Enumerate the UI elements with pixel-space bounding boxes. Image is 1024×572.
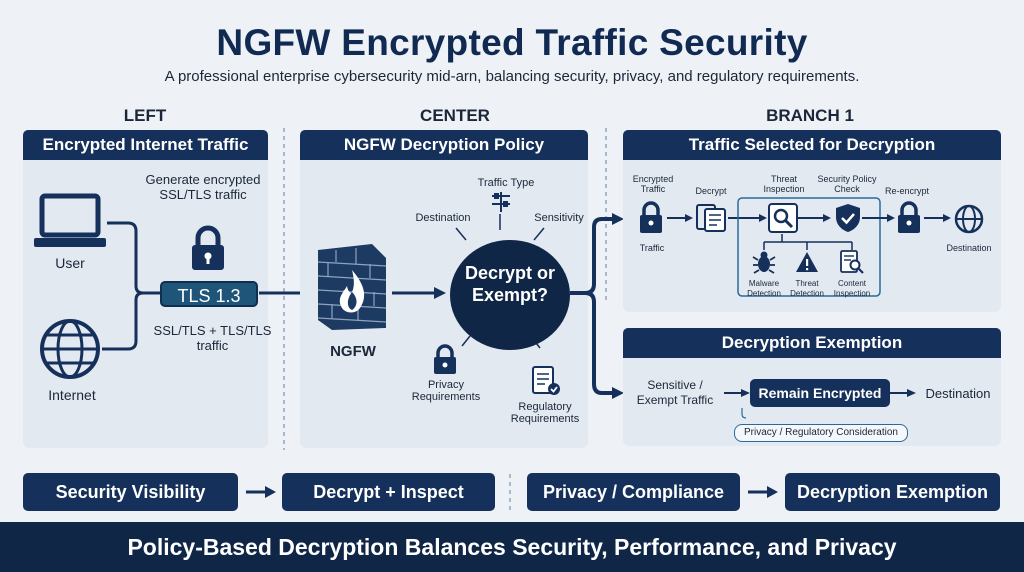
step-policy-check: Security Policy Check — [817, 174, 877, 194]
malware-bug-icon — [752, 250, 776, 274]
encrypted-lock-icon — [638, 201, 664, 234]
flow-decrypt-inspect: Decrypt + Inspect — [282, 473, 495, 511]
decrypt-panel-header: Traffic Selected for Decryption — [623, 130, 1001, 160]
factor-destination: Destination — [415, 212, 471, 224]
destination-globe-icon — [953, 203, 985, 235]
content-search-icon — [840, 250, 864, 274]
sub-malware: Malware Detection — [747, 279, 781, 298]
tls-note: SSL/TLS + TLS/TLS traffic — [153, 323, 272, 353]
flow-decryption-exemption: Decryption Exemption — [785, 473, 1000, 511]
privacy-lock-icon — [432, 344, 458, 375]
padlock-icon — [189, 225, 227, 272]
firewall-icon — [314, 240, 390, 332]
inspection-magnifier-icon — [768, 203, 798, 233]
step-reencrypt: Re-encrypt — [884, 186, 929, 196]
column-left-label: LEFT — [123, 106, 167, 125]
decision-label: Decrypt or Exempt? — [464, 263, 556, 305]
exempt-source: Sensitive / Exempt Traffic — [636, 378, 714, 407]
step-threat-inspection: Threat Inspection — [763, 174, 805, 194]
tls-badge: TLS 1.3 — [160, 281, 258, 307]
column-branch-label: BRANCH 1 — [766, 106, 854, 125]
globe-icon — [38, 317, 102, 381]
decrypt-document-icon — [695, 203, 727, 233]
ngfw-label: NGFW — [330, 343, 376, 360]
flow-privacy-compliance: Privacy / Compliance — [527, 473, 740, 511]
factor-privacy: Privacy Requirements — [411, 379, 481, 403]
laptop-icon — [33, 193, 107, 253]
sub-threat: Threat Detection — [790, 279, 824, 298]
step-traffic: Traffic — [639, 243, 665, 253]
reencrypt-lock-icon — [896, 201, 922, 234]
sub-content: Content Inspection — [833, 279, 871, 298]
step-encrypted: Encrypted Traffic — [632, 174, 674, 194]
filter-icon — [490, 191, 512, 213]
threat-warning-icon — [795, 250, 819, 274]
column-center-label: CENTER — [420, 106, 490, 125]
flow-security-visibility: Security Visibility — [23, 473, 238, 511]
center-panel-header: NGFW Decryption Policy — [300, 130, 588, 160]
footer-banner: Policy-Based Decryption Balances Securit… — [0, 522, 1024, 572]
exempt-panel-header: Decryption Exemption — [623, 328, 1001, 358]
exempt-destination: Destination — [925, 386, 991, 401]
user-label: User — [55, 255, 85, 271]
internet-label: Internet — [48, 387, 96, 403]
factor-sensitivity: Sensitivity — [534, 212, 584, 224]
left-panel-header: Encrypted Internet Traffic — [23, 130, 268, 160]
page-subtitle: A professional enterprise cybersecurity … — [164, 68, 860, 85]
decision-node — [450, 240, 570, 350]
factor-traffic-type: Traffic Type — [477, 177, 535, 189]
step-destination: Destination — [946, 243, 992, 253]
remain-encrypted-badge: Remain Encrypted — [750, 379, 890, 407]
page-title: NGFW Encrypted Traffic Security — [216, 22, 808, 63]
document-check-icon — [531, 366, 561, 396]
exempt-note: Privacy / Regulatory Consideration — [734, 424, 908, 442]
left-note: Generate encrypted SSL/TLS traffic — [145, 172, 261, 202]
shield-check-icon — [834, 202, 862, 234]
factor-regulatory: Regulatory Requirements — [510, 401, 580, 425]
step-decrypt: Decrypt — [695, 186, 727, 196]
